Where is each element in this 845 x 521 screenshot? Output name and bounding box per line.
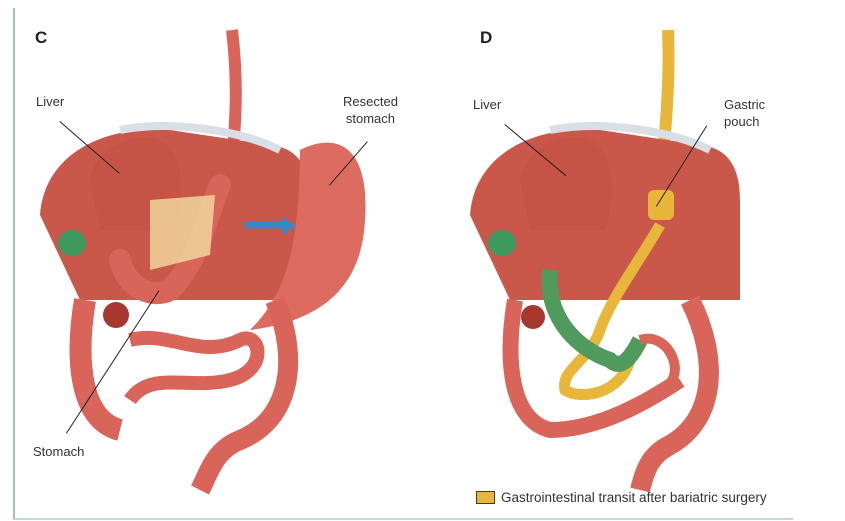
label-liver-c: Liver (36, 94, 65, 109)
legend-text: Gastrointestinal transit after bariatric… (501, 490, 767, 505)
label-resected-stomach: Resected stomach (343, 94, 398, 126)
panel-d-illustration (470, 29, 740, 493)
panel-c-letter: C (35, 28, 48, 47)
legend-swatch (476, 491, 495, 504)
legend: Gastrointestinal transit after bariatric… (476, 490, 767, 505)
panel-d-letter: D (480, 28, 493, 47)
label-gastric-pouch: Gastric pouch (724, 97, 766, 129)
label-stomach: Stomach (33, 444, 85, 459)
label-liver-d: Liver (473, 97, 502, 112)
figure-frame (13, 8, 793, 520)
panel-c-illustration (40, 29, 366, 495)
